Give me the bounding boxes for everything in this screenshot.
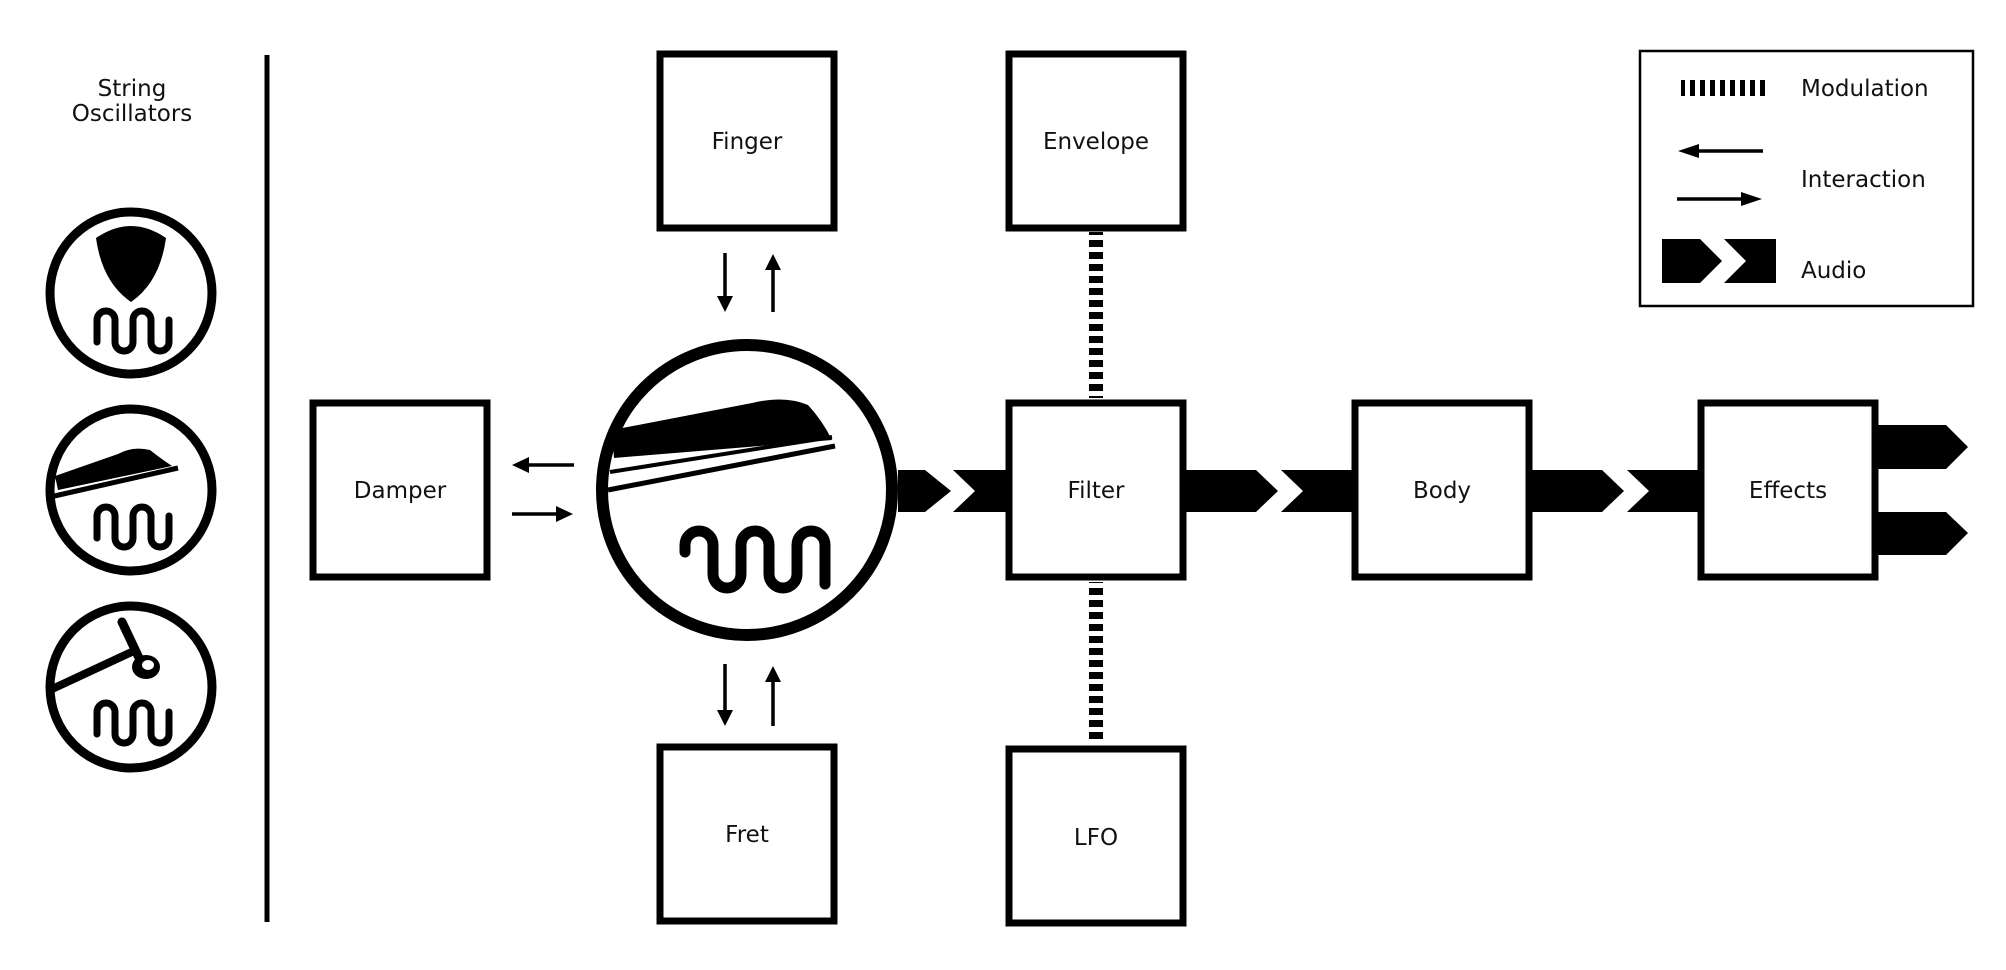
legend-audio-label: Audio — [1801, 258, 1866, 284]
sidebar-title-line1: String — [98, 76, 167, 102]
block-damper[interactable]: Damper — [309, 399, 491, 581]
block-filter[interactable]: Filter — [1005, 399, 1187, 581]
block-filter-label: Filter — [1068, 478, 1126, 504]
legend-modulation-swatch — [1681, 80, 1765, 96]
block-fret[interactable]: Fret — [656, 743, 838, 925]
block-effects[interactable]: Effects — [1697, 399, 1879, 581]
block-envelope-label: Envelope — [1043, 129, 1149, 155]
block-body[interactable]: Body — [1351, 399, 1533, 581]
block-finger-label: Finger — [712, 129, 783, 155]
audio-arrow-filter-out — [1181, 470, 1278, 512]
block-envelope[interactable]: Envelope — [1005, 50, 1187, 232]
modulation-line-envelope-filter — [1089, 232, 1103, 398]
legend-audio-arrow-1 — [1662, 239, 1722, 283]
block-damper-label: Damper — [354, 478, 447, 504]
pick-icon — [45, 207, 217, 379]
legend-audio-arrow-2 — [1724, 239, 1776, 283]
legend-modulation-label: Modulation — [1801, 76, 1929, 102]
block-finger[interactable]: Finger — [656, 50, 838, 232]
block-fret-label: Fret — [725, 822, 769, 848]
legend-interaction-left-arrow — [1678, 144, 1699, 158]
block-lfo[interactable]: LFO — [1005, 745, 1187, 927]
audio-arrow-body-out — [1528, 470, 1624, 512]
block-body-label: Body — [1413, 478, 1471, 504]
modulation-line-lfo-filter — [1089, 582, 1103, 744]
audio-arrow-effects-in — [1627, 470, 1700, 512]
sidebar-title-line2: Oscillators — [72, 101, 193, 127]
audio-arrow-string-out — [898, 470, 951, 512]
audio-arrow-output-2 — [1875, 512, 1968, 555]
string-oscillator-icon — [596, 339, 898, 641]
legend-interaction-label: Interaction — [1801, 167, 1926, 193]
legend-interaction-right-arrow — [1741, 192, 1762, 206]
audio-arrows — [898, 425, 1968, 555]
interaction-arrows — [512, 253, 781, 726]
block-lfo-label: LFO — [1074, 825, 1118, 851]
audio-arrow-filter-in — [953, 470, 1008, 512]
hammer-icon — [45, 601, 217, 773]
audio-arrow-output-1 — [1875, 425, 1968, 469]
bow-icon — [45, 404, 217, 576]
legend: Modulation Interaction Audio — [1638, 49, 1975, 308]
audio-arrow-body-in — [1281, 470, 1353, 512]
block-effects-label: Effects — [1749, 478, 1827, 504]
